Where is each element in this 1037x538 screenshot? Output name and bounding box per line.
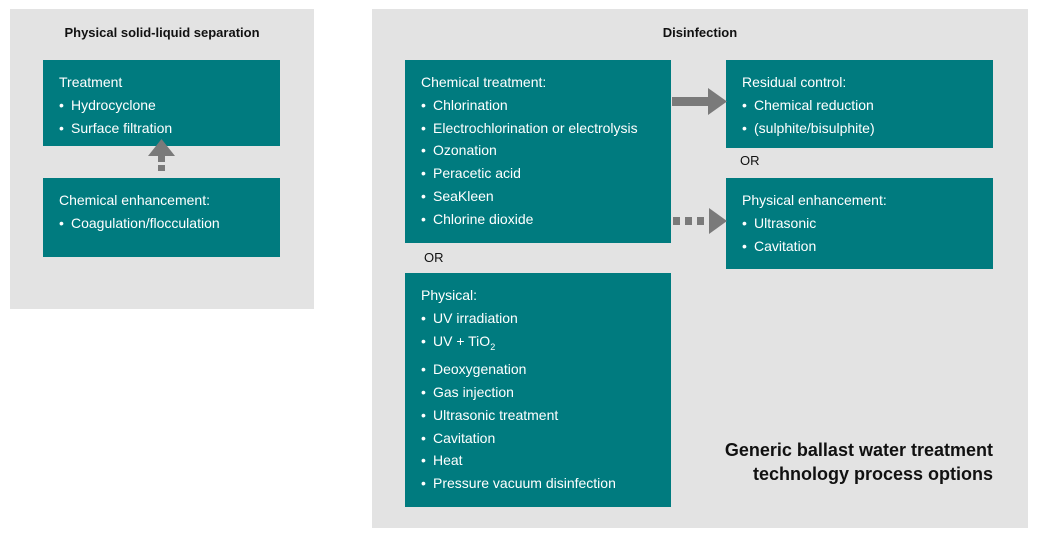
caption-line: technology process options	[752, 464, 993, 484]
list-item: Gas injection	[421, 381, 671, 404]
list-item: UV + TiO2	[421, 330, 671, 359]
treatment-box: Treatment Hydrocyclone Surface filtratio…	[43, 60, 280, 146]
or-label: OR	[424, 250, 444, 265]
chemical-enhancement-list: Coagulation/flocculation	[59, 212, 280, 235]
list-item: UV irradiation	[421, 307, 671, 330]
list-item: Pressure vacuum disinfection	[421, 472, 671, 495]
physical-heading: Physical:	[421, 287, 478, 303]
list-item: SeaKleen	[421, 185, 671, 208]
physical-enhancement-heading: Physical enhancement:	[742, 192, 887, 208]
treatment-heading: Treatment	[59, 74, 123, 90]
list-item: Ozonation	[421, 139, 671, 162]
chemical-enhancement-heading: Chemical enhancement:	[59, 192, 210, 208]
physical-enhancement-list: Ultrasonic Cavitation	[742, 212, 993, 258]
list-item: Ultrasonic	[742, 212, 993, 235]
or-label: OR	[740, 153, 760, 168]
physical-separation-panel: Physical solid-liquid separation	[10, 9, 314, 309]
list-item: Coagulation/flocculation	[59, 212, 280, 235]
chemical-treatment-heading: Chemical treatment:	[421, 74, 547, 90]
residual-control-list: Chemical reduction (sulphite/bisulphite)	[742, 94, 993, 140]
physical-separation-title: Physical solid-liquid separation	[64, 25, 260, 40]
list-item: Chlorine dioxide	[421, 208, 671, 231]
list-item: Surface filtration	[59, 117, 280, 140]
caption-line: Generic ballast water treatment	[724, 440, 993, 460]
list-item: Ultrasonic treatment	[421, 404, 671, 427]
list-item: Heat	[421, 449, 671, 472]
list-item: Hydrocyclone	[59, 94, 280, 117]
chemical-treatment-box: Chemical treatment: Chlorination Electro…	[405, 60, 671, 243]
residual-control-heading: Residual control:	[742, 74, 847, 90]
residual-control-note: (sulphite/bisulphite)	[754, 119, 875, 136]
disinfection-title: Disinfection	[662, 25, 738, 40]
chemical-treatment-list: Chlorination Electrochlorination or elec…	[421, 94, 671, 231]
tio2-subscript: 2	[490, 341, 496, 352]
treatment-list: Hydrocyclone Surface filtration	[59, 94, 280, 140]
list-item: Electrochlorination or electrolysis	[421, 117, 671, 140]
list-item: Peracetic acid	[421, 162, 671, 185]
uv-tio-text: UV + TiO	[433, 332, 491, 349]
physical-list: UV irradiation UV + TiO2 Deoxygenation G…	[421, 307, 671, 495]
list-item: Cavitation	[421, 427, 671, 450]
residual-control-box: Residual control: Chemical reduction (su…	[726, 60, 993, 148]
list-item: (sulphite/bisulphite)	[742, 117, 993, 140]
list-item: Chemical reduction	[742, 94, 993, 117]
list-item: Chlorination	[421, 94, 671, 117]
physical-enhancement-box: Physical enhancement: Ultrasonic Cavitat…	[726, 178, 993, 269]
chemical-enhancement-box: Chemical enhancement: Coagulation/floccu…	[43, 178, 280, 257]
diagram-caption: Generic ballast water treatment technolo…	[725, 438, 993, 486]
list-item: Cavitation	[742, 235, 993, 258]
physical-box: Physical: UV irradiation UV + TiO2 Deoxy…	[405, 273, 671, 507]
list-item: Deoxygenation	[421, 358, 671, 381]
